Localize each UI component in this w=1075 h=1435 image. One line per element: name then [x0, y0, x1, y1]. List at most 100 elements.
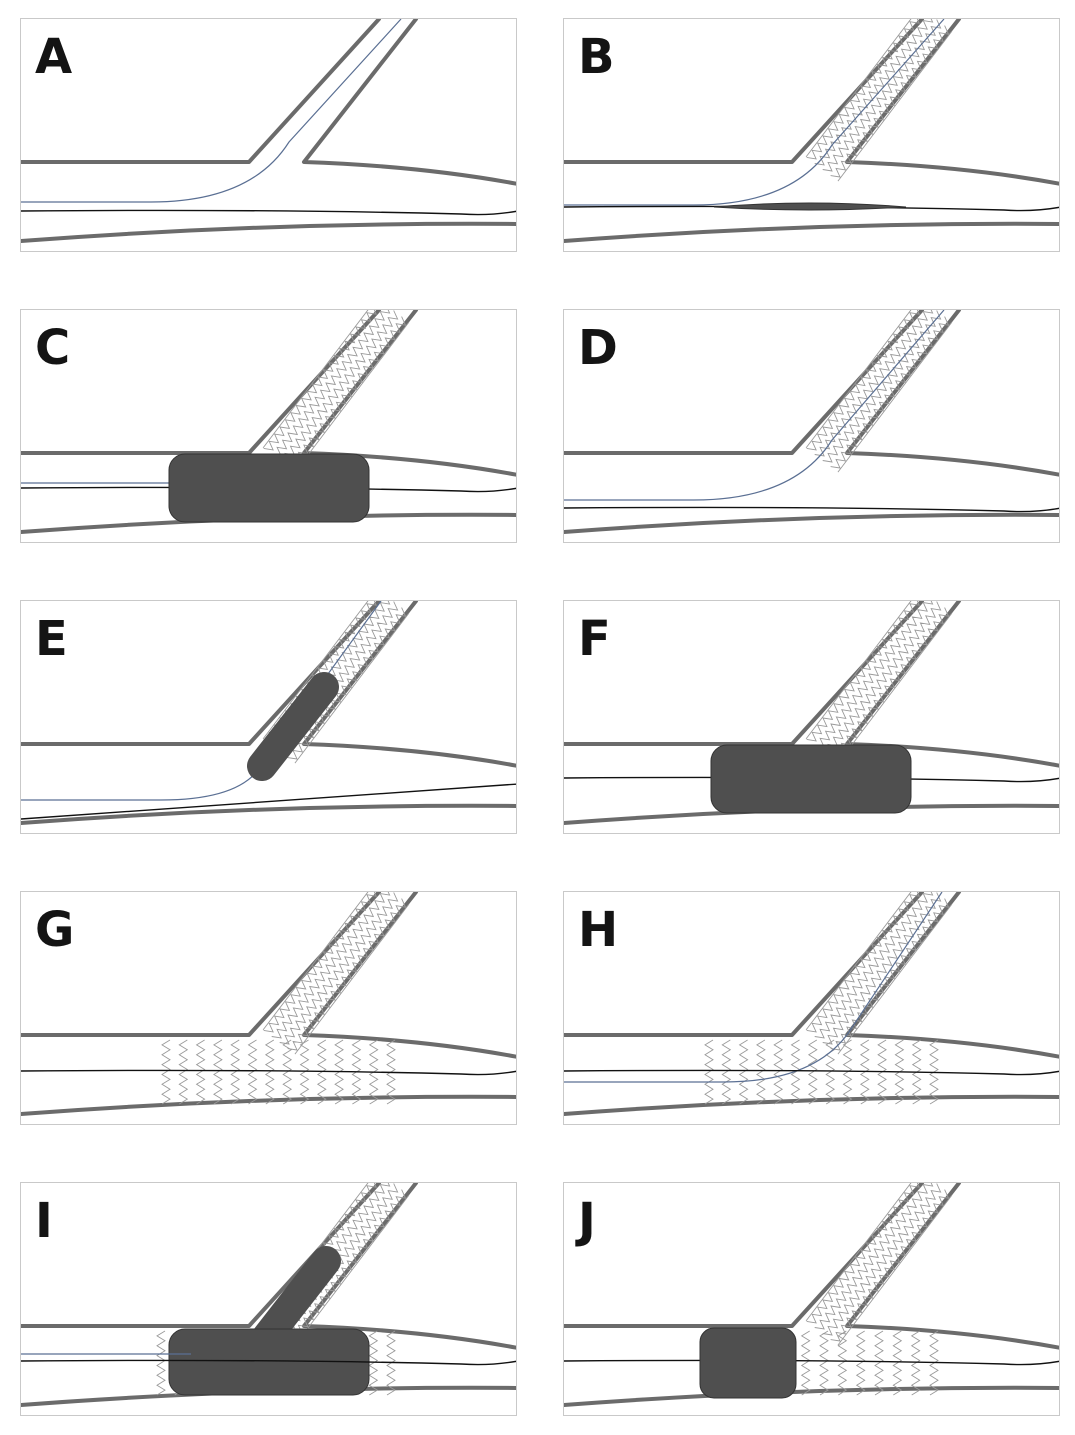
- main-stent-strut: [704, 1039, 714, 1105]
- branch-stent-strut: [830, 25, 950, 178]
- main-stent-strut: [195, 1039, 206, 1105]
- side-branch-wall: [845, 892, 1059, 1059]
- panel-label-c: C: [35, 320, 71, 376]
- main-stent-strut: [738, 1039, 749, 1105]
- main-vessel-wall-bottom: [564, 1385, 1059, 1407]
- panel-label-j: J: [578, 1193, 596, 1249]
- branch-stent-strut: [822, 601, 942, 754]
- branch-stent-strut: [822, 19, 942, 172]
- side-branch-guidewire: [564, 19, 945, 206]
- main-stent-strut: [721, 1039, 732, 1105]
- side-branch-wall: [302, 601, 516, 768]
- panel-f-drawing: [564, 601, 1059, 825]
- main-branch-guidewire: [564, 1359, 1059, 1366]
- branch-stent-strut: [822, 1183, 942, 1336]
- branch-stent-strut: [830, 607, 950, 760]
- side-branch-guidewire: [21, 19, 402, 203]
- main-vessel-wall-bottom: [564, 1094, 1059, 1116]
- branch-stent-strut: [814, 19, 934, 166]
- branch-stent-strut: [806, 601, 920, 742]
- panel-i: I: [20, 1182, 517, 1416]
- branch-stent-strut: [806, 310, 920, 451]
- panel-b: B: [563, 18, 1060, 252]
- panel-label-e: E: [35, 611, 68, 667]
- branch-stent-strut: [287, 1189, 407, 1342]
- side-branch-wall: [845, 310, 1059, 477]
- main-stent-strut: [156, 1330, 166, 1396]
- panel-e: E: [20, 600, 517, 834]
- panel-g-drawing: [21, 892, 516, 1116]
- panel-label-a: A: [35, 29, 73, 85]
- balloon-uninflated: [713, 202, 907, 211]
- side-branch-wall: [845, 19, 1059, 186]
- main-branch-guidewire: [21, 209, 516, 216]
- panel-d-drawing: [564, 310, 1059, 534]
- branch-stent-strut: [830, 898, 950, 1051]
- main-stent-strut: [855, 1330, 866, 1396]
- main-branch-guidewire: [564, 205, 1059, 212]
- branch-stent-strut: [806, 1183, 920, 1324]
- main-stent-strut: [756, 1039, 766, 1105]
- panel-b-drawing: [564, 19, 1059, 243]
- branch-stent-edge: [837, 612, 953, 764]
- main-branch-guidewire: [564, 1069, 1059, 1076]
- main-vessel-wall-bottom: [564, 221, 1059, 243]
- branch-stent-strut: [822, 892, 942, 1045]
- branch-stent-strut: [814, 892, 934, 1039]
- panel-c-drawing: [21, 310, 516, 534]
- branch-stent-strut: [287, 607, 407, 760]
- balloon-proximal-optimization: [699, 1327, 797, 1399]
- main-branch-guidewire: [21, 783, 516, 820]
- side-branch-wall: [302, 19, 516, 186]
- main-stent-strut: [230, 1039, 241, 1105]
- branch-stent-strut: [814, 310, 934, 457]
- branch-stent-strut: [806, 892, 920, 1033]
- balloon-side-branch: [247, 672, 339, 781]
- panel-j: J: [563, 1182, 1060, 1416]
- main-branch-guidewire: [21, 1069, 516, 1076]
- side-branch-guidewire: [564, 310, 945, 501]
- branch-stent-edge: [837, 1194, 953, 1346]
- panel-g: G: [20, 891, 517, 1125]
- branch-stent-strut: [830, 316, 950, 469]
- side-branch-wall: [845, 1183, 1059, 1350]
- branch-stent-edge: [262, 310, 369, 449]
- main-stent-strut: [892, 1330, 903, 1396]
- main-branch-guidewire: [21, 1359, 516, 1366]
- panel-i-drawing: [21, 1183, 516, 1407]
- balloon-main-branch: [710, 744, 912, 814]
- branch-stent-edge: [294, 321, 410, 473]
- branch-stent-strut: [287, 898, 407, 1051]
- main-stent-strut: [807, 1039, 818, 1105]
- main-stent-strut: [874, 1330, 884, 1396]
- balloon-inflated: [168, 453, 370, 523]
- main-stent-strut: [264, 1039, 275, 1105]
- side-branch-wall: [302, 892, 516, 1059]
- branch-stent-edge: [837, 903, 953, 1055]
- branch-stent-strut: [822, 310, 942, 463]
- branch-stent-strut: [271, 310, 391, 457]
- main-stent-strut: [161, 1039, 171, 1105]
- branch-stent-strut: [287, 316, 407, 469]
- main-stent-strut: [299, 1039, 310, 1105]
- branch-stent-edge: [805, 892, 912, 1031]
- branch-stent-edge: [805, 1183, 912, 1322]
- branch-stent-strut: [279, 1183, 399, 1336]
- main-stent-strut: [800, 1330, 811, 1396]
- main-vessel-wall-bottom: [564, 512, 1059, 534]
- main-branch-guidewire: [564, 506, 1059, 513]
- main-stent-strut: [247, 1039, 258, 1105]
- main-stent-strut: [837, 1330, 848, 1396]
- branch-stent-edge: [294, 903, 410, 1055]
- panel-h: H: [563, 891, 1060, 1125]
- main-stent-strut: [790, 1039, 801, 1105]
- main-stent-strut: [773, 1039, 784, 1105]
- branch-stent-edge: [805, 310, 912, 449]
- panel-h-drawing: [564, 892, 1059, 1116]
- branch-stent-edge: [837, 321, 953, 473]
- branch-stent-strut: [814, 1183, 934, 1330]
- panel-label-b: B: [578, 29, 615, 85]
- panel-j-drawing: [564, 1183, 1059, 1407]
- panel-label-f: F: [578, 611, 611, 667]
- panel-f: F: [563, 600, 1060, 834]
